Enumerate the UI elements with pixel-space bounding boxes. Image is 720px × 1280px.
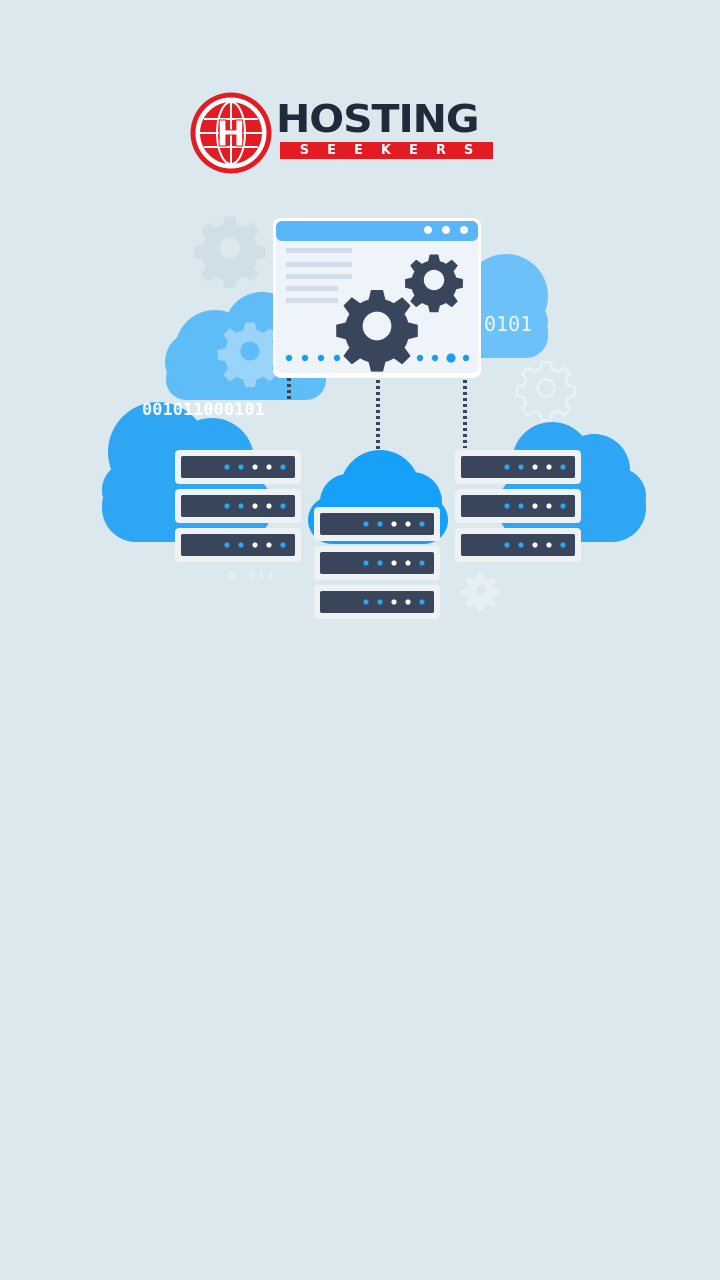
- faint-gear-icon: [462, 573, 500, 611]
- binary-code-text: 001011000101: [142, 400, 265, 420]
- globe-emblem-icon: H: [190, 92, 272, 174]
- connector-line: [287, 378, 467, 452]
- server-rack-icon: [455, 450, 581, 562]
- gear-icon: [405, 254, 463, 313]
- server-rack-icon: [175, 450, 301, 562]
- gear-icon: [217, 322, 283, 388]
- emblem-letter: H: [216, 114, 246, 155]
- binary-code-text: 0 011: [229, 569, 278, 582]
- brand-tagline: SEEKERS: [280, 142, 493, 159]
- brand-name: HOSTING: [276, 97, 480, 141]
- faint-gear-icon: [194, 216, 266, 288]
- faint-gear-icon: [515, 361, 577, 422]
- cloud-hosting-illustration: 0101 001011000101 0 011: [0, 190, 720, 650]
- server-rack-icon: [314, 507, 440, 619]
- gear-icon: [336, 290, 418, 372]
- hosting-seekers-logo: H HOSTING SEEKERS: [190, 92, 510, 176]
- binary-code-text: 0101: [484, 312, 533, 336]
- cloud-icon: [460, 254, 548, 358]
